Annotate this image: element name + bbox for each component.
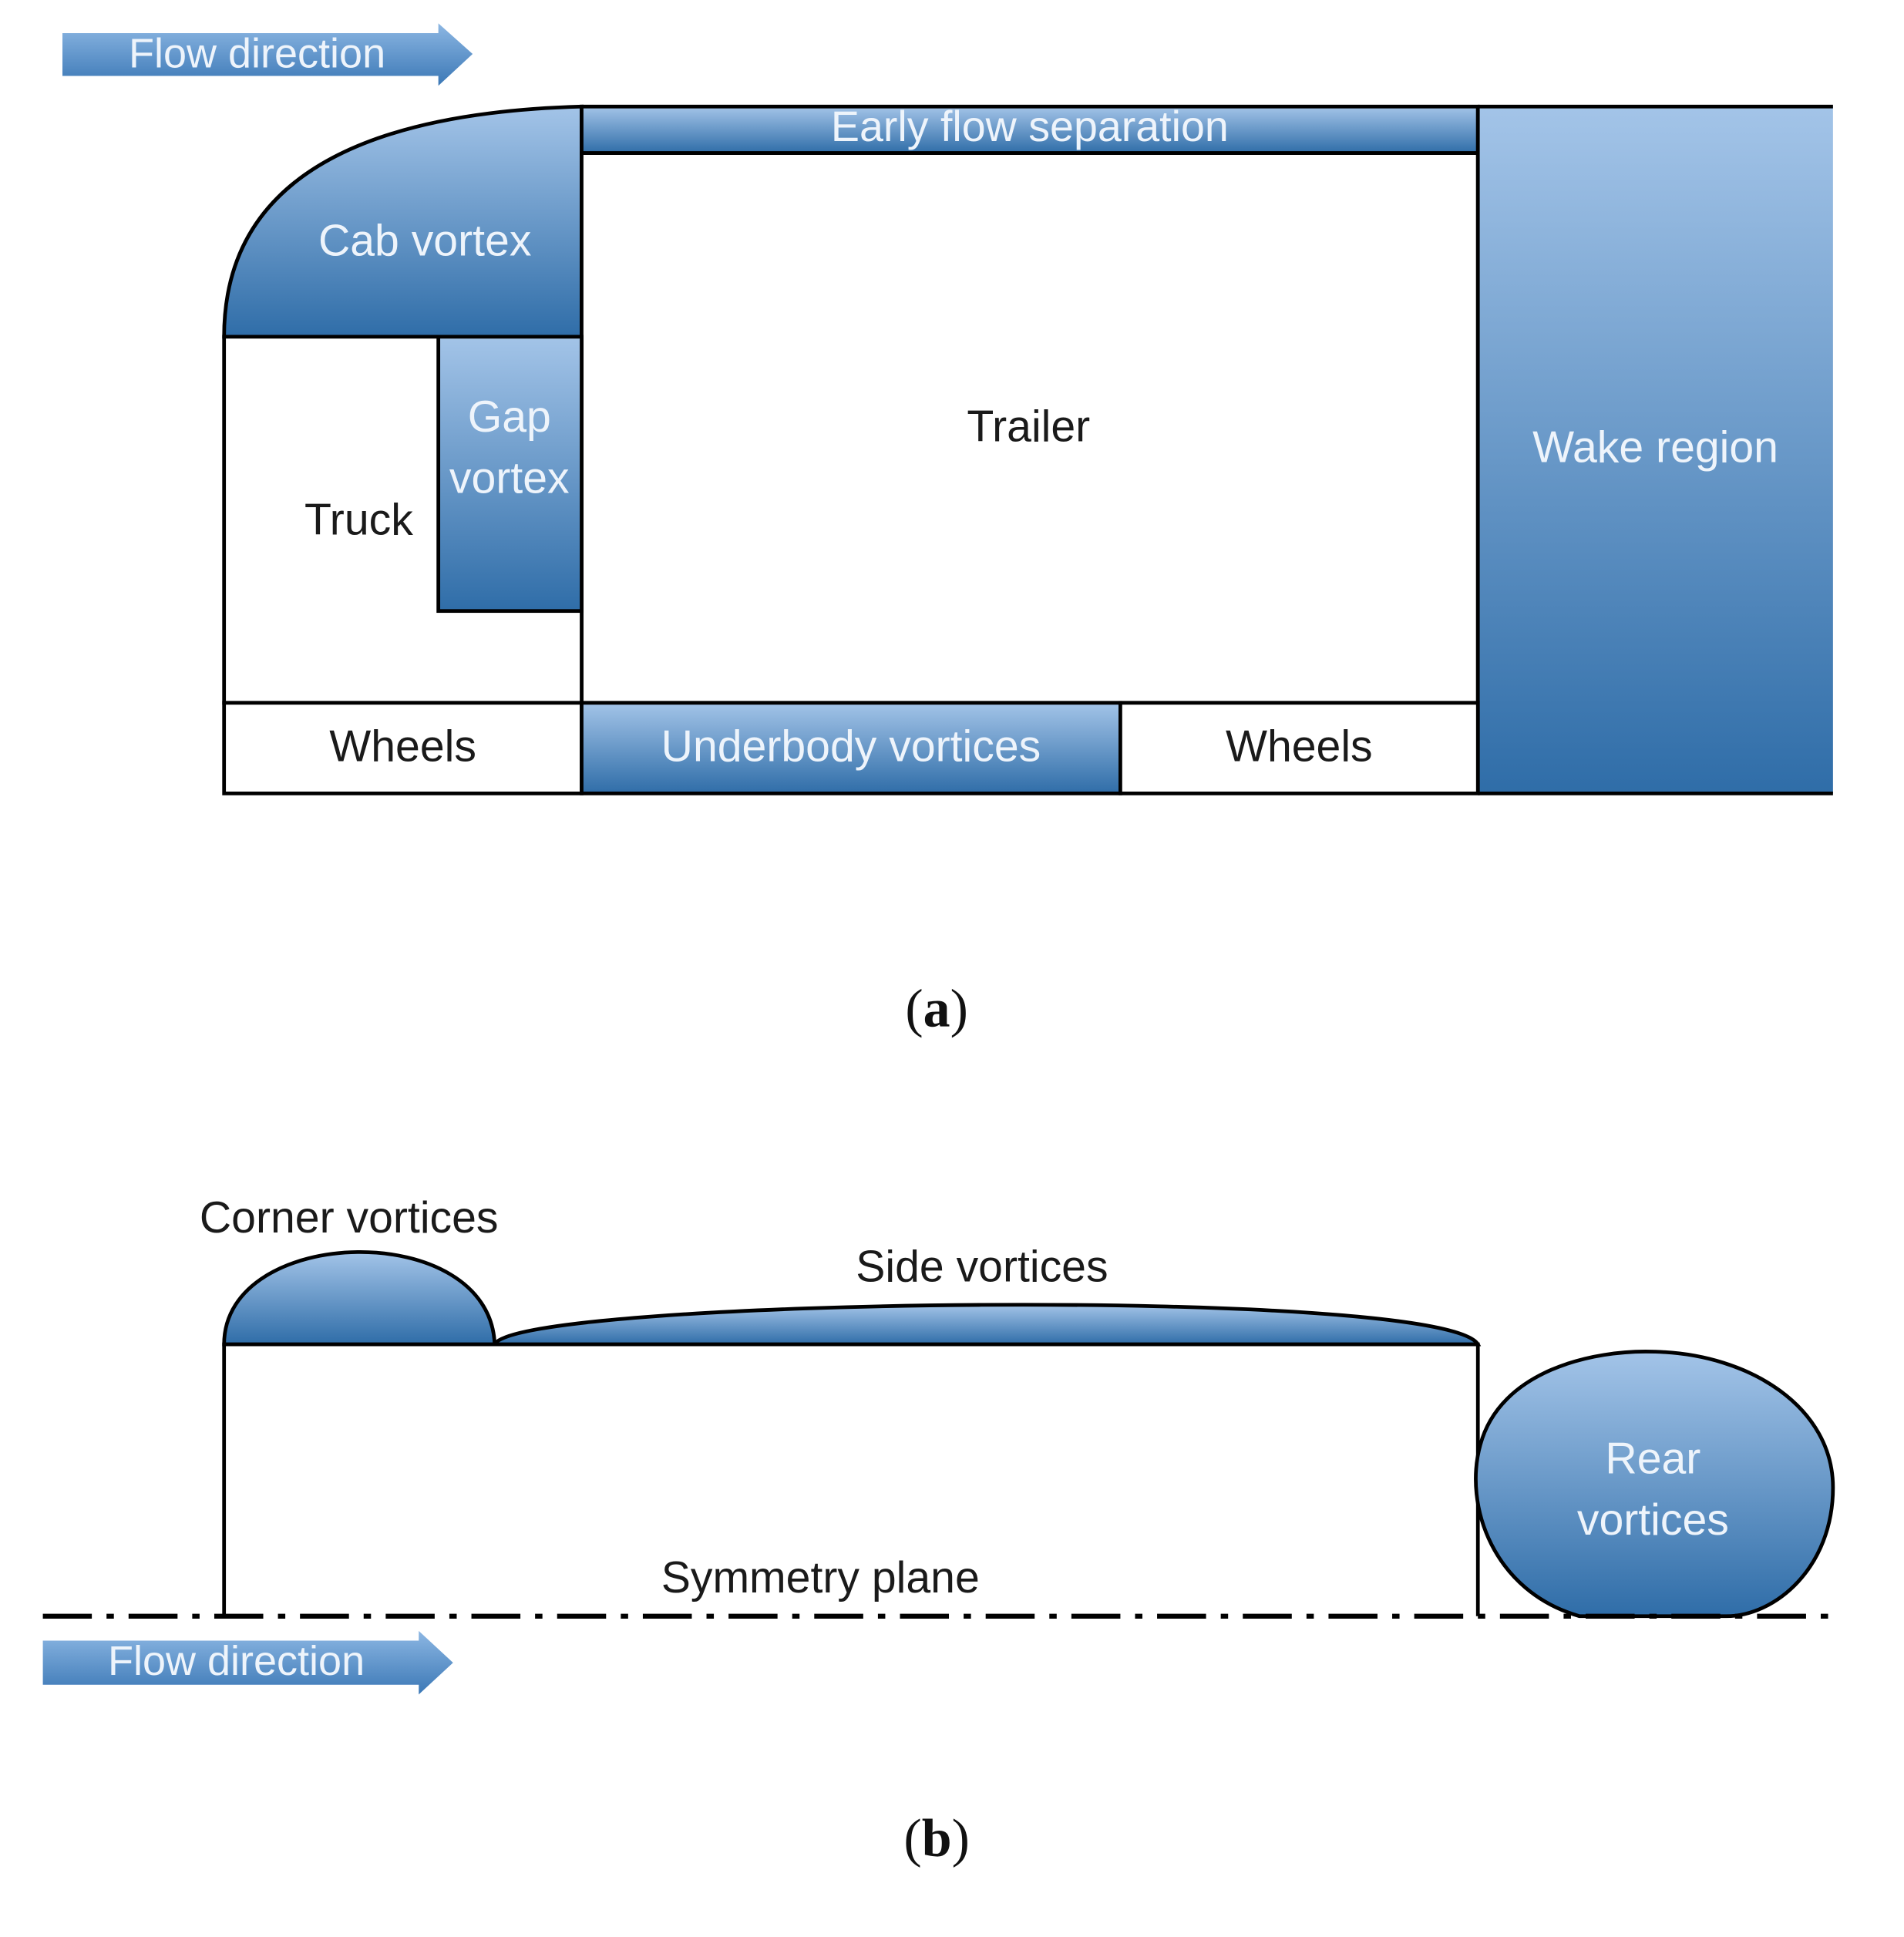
panel-a: Flow direction Cab vortex Early flow sep… <box>62 23 1833 1038</box>
underbody-vortices-region <box>580 701 1122 795</box>
caption-b-letter: b <box>922 1809 952 1868</box>
arrow-right-icon <box>42 1630 453 1695</box>
side-vortex-shape <box>492 1303 1482 1347</box>
front-wheels-box <box>222 701 584 795</box>
rear-vortices-label-line1: Rear <box>1605 1434 1700 1484</box>
cab-vortex-region <box>222 104 584 339</box>
caption-a: (a) <box>905 979 968 1038</box>
early-flow-separation-region <box>580 104 1480 155</box>
truck-label: Truck <box>304 495 413 544</box>
flow-direction-arrow-b: Flow direction <box>42 1630 453 1695</box>
caption-a-close: ) <box>950 979 968 1038</box>
gap-vortex-region <box>436 335 584 614</box>
trailer-label: Trailer <box>967 402 1090 452</box>
caption-a-letter: a <box>923 979 950 1038</box>
side-vortices-label: Side vortices <box>856 1242 1108 1291</box>
gap-vortex-label-line2: vortex <box>449 453 570 503</box>
cab-vortex-label: Cab vortex <box>318 216 531 265</box>
caption-a-open: ( <box>905 979 923 1038</box>
front-wheels-label: Wheels <box>329 721 476 771</box>
corner-vortex-shape <box>222 1250 497 1347</box>
flow-direction-arrow-a: Flow direction <box>62 23 473 86</box>
caption-b-close: ) <box>952 1809 970 1868</box>
panel-b: Corner vortices Side vortices Rear vorti… <box>42 1193 1835 1868</box>
arrow-right-icon <box>62 23 473 86</box>
flow-direction-label-b: Flow direction <box>108 1638 365 1684</box>
corner-vortices-label: Corner vortices <box>200 1193 499 1243</box>
caption-b-open: ( <box>903 1809 921 1868</box>
early-flow-separation-label: Early flow separation <box>831 103 1229 150</box>
flow-direction-label-a: Flow direction <box>129 30 385 76</box>
wake-region <box>1478 106 1833 794</box>
rear-vortex-shape <box>1474 1350 1835 1619</box>
rear-wheels-box <box>1119 701 1480 795</box>
caption-b: (b) <box>903 1809 969 1868</box>
symmetry-plane-label: Symmetry plane <box>661 1553 980 1602</box>
underbody-vortices-label: Underbody vortices <box>661 721 1041 771</box>
rear-wheels-label: Wheels <box>1226 721 1373 771</box>
wake-region-label: Wake region <box>1532 423 1778 472</box>
rear-vortices-label-line2: vortices <box>1577 1495 1729 1545</box>
gap-vortex-label-line1: Gap <box>468 392 551 442</box>
